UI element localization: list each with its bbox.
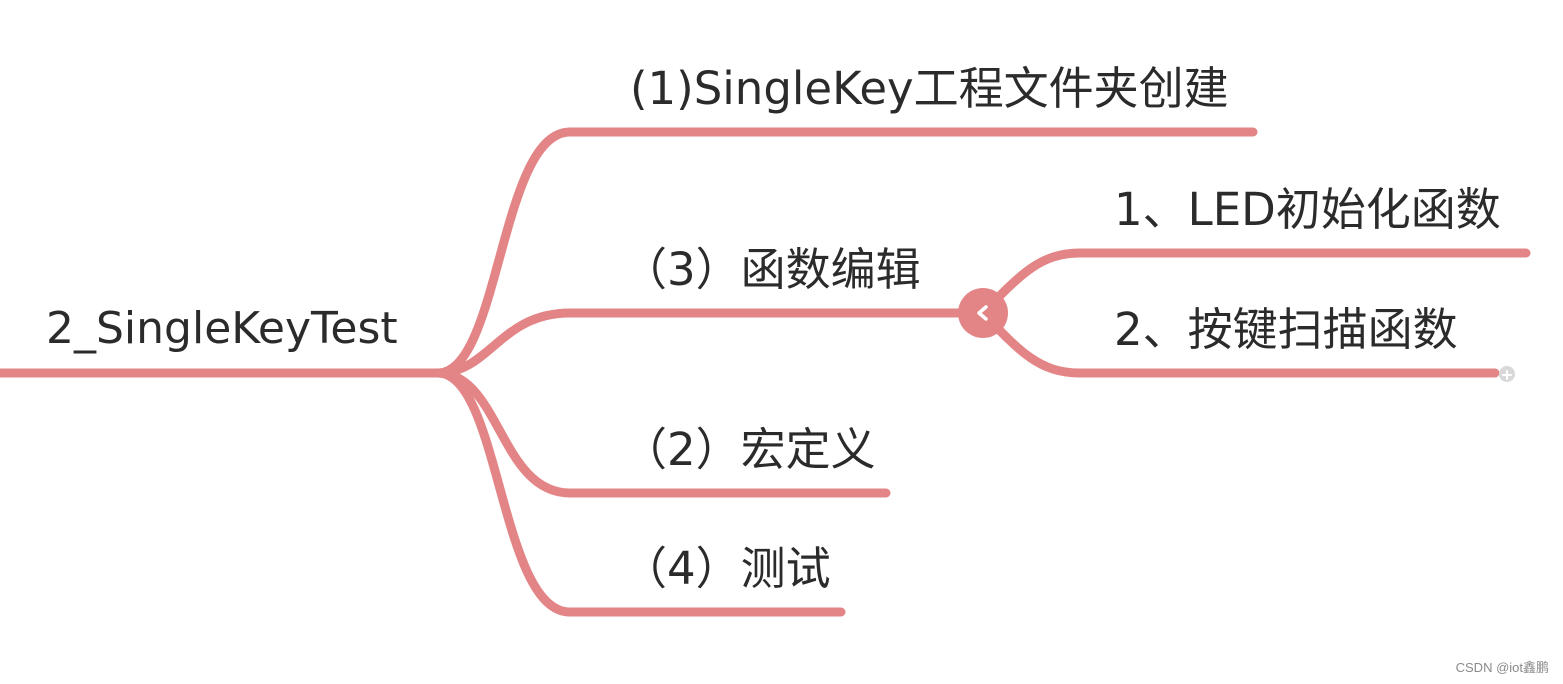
collapse-toggle-button[interactable]: [958, 288, 1008, 338]
watermark: CSDN @iot鑫鹏: [1455, 660, 1549, 675]
expand-toggle-button[interactable]: [1499, 366, 1515, 382]
branch-node-1[interactable]: (1)SingleKey工程文件夹创建: [630, 62, 1229, 115]
branch-node-3[interactable]: （3）函数编辑: [622, 243, 921, 296]
sub-node-2[interactable]: 2、按键扫描函数: [1114, 303, 1458, 356]
connector-branch-2: [433, 368, 575, 498]
connector-branch-3: [433, 308, 575, 378]
connector-branch-1: [433, 127, 575, 378]
chevron-left-icon: [973, 303, 993, 323]
sub-node-1[interactable]: 1、LED初始化函数: [1114, 183, 1501, 236]
connector-branch-4: [433, 368, 575, 617]
branch-node-2[interactable]: （2）宏定义: [622, 423, 876, 476]
root-node[interactable]: 2_SingleKeyTest: [46, 303, 398, 354]
branch-node-4[interactable]: （4）测试: [622, 542, 831, 595]
plus-icon: [1502, 365, 1512, 384]
